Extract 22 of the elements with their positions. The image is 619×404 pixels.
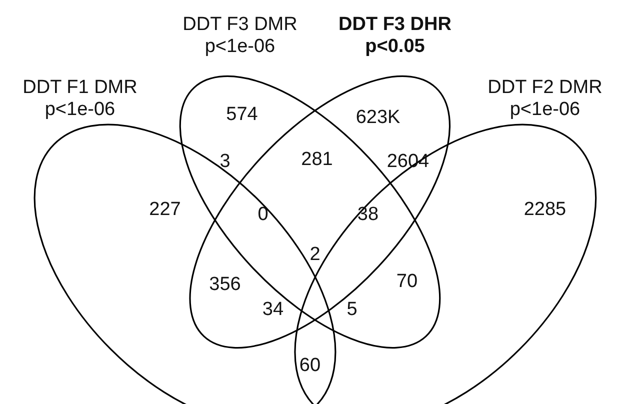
count-label: 38 [357, 204, 379, 226]
count-label: 60 [299, 355, 321, 377]
count-label: 0 [258, 204, 268, 226]
p-value-label: p<1e-06 [508, 99, 582, 121]
count-label: 356 [209, 274, 241, 296]
p-value-label: p<1e-06 [204, 36, 276, 58]
count-label: 2 [310, 244, 320, 266]
count-label: 227 [149, 199, 181, 221]
p-value-label: p<1e-06 [44, 99, 116, 121]
count-label: 5 [346, 299, 358, 321]
set-label: DDT F2 DMR [486, 77, 604, 99]
set-label: DDT F3 DMR [182, 14, 298, 36]
count-label: 34 [262, 299, 284, 321]
set-label: DDT F1 DMR [22, 77, 138, 99]
count-label: 623K [356, 107, 400, 129]
count-label: 3 [220, 151, 230, 173]
set-label: DDT F3 DHR [338, 14, 452, 36]
p-value-label: p<0.05 [364, 36, 426, 58]
count-label: 574 [226, 104, 258, 126]
count-label: 281 [301, 149, 333, 171]
count-label: 70 [396, 271, 418, 293]
count-label: 2285 [524, 199, 566, 221]
